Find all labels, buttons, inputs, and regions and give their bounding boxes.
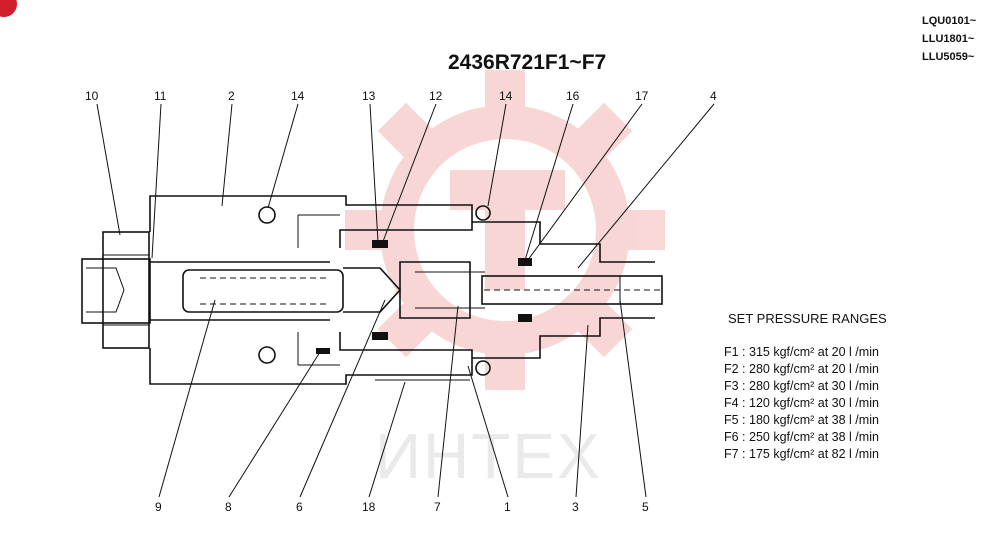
- diagram-title: 2436R721F1~F7: [448, 51, 606, 74]
- serial-3: LLU5059~: [922, 51, 975, 63]
- spring-rod: [150, 261, 344, 321]
- lock-nut: [102, 231, 150, 349]
- serial-2: LLU1801~: [922, 33, 975, 45]
- o-ring-body-bottom: [258, 346, 276, 364]
- callout-5: 5: [642, 500, 649, 514]
- piston: [481, 275, 663, 305]
- main-body: [149, 195, 473, 385]
- callout-11: 11: [154, 89, 167, 103]
- callout-1: 1: [504, 500, 511, 514]
- callout-4: 4: [710, 89, 717, 103]
- callout-labels: 10 11 2 14 13 12 14 16 17 4 9 8 6 18 7 1…: [85, 89, 717, 514]
- pressure-range-f2: F2 : 280 kgf/cm² at 20 l /min: [724, 362, 879, 376]
- callout-16: 16: [566, 89, 580, 103]
- seal-13-bottom: [372, 332, 388, 340]
- callout-2: 2: [228, 89, 235, 103]
- serial-1: LQU0101~: [922, 15, 977, 27]
- callout-14-a: 14: [291, 89, 305, 103]
- pressure-range-f3: F3 : 280 kgf/cm² at 30 l /min: [724, 379, 879, 393]
- pressure-range-f7: F7 : 175 kgf/cm² at 82 l /min: [724, 447, 879, 461]
- pressure-range-f5: F5 : 180 kgf/cm² at 38 l /min: [724, 413, 879, 427]
- callout-6: 6: [296, 500, 303, 514]
- callout-17: 17: [635, 89, 649, 103]
- seal-16-top: [518, 258, 532, 266]
- callout-8: 8: [225, 500, 232, 514]
- callout-14-b: 14: [499, 89, 513, 103]
- poppet: [343, 261, 485, 319]
- o-ring-sleeve-bottom: [475, 360, 491, 376]
- adjusting-screw: [81, 258, 151, 324]
- pressure-range-f6: F6 : 250 kgf/cm² at 38 l /min: [724, 430, 879, 444]
- pressure-ranges-title: SET PRESSURE RANGES: [728, 311, 887, 326]
- callout-18: 18: [362, 500, 376, 514]
- o-ring-body-top: [258, 206, 276, 224]
- pressure-range-f1: F1 : 315 kgf/cm² at 20 l /min: [724, 345, 879, 359]
- watermark: ИНТЕХ: [345, 70, 665, 492]
- o-ring-sleeve-top: [475, 205, 491, 221]
- leader-lines: [96, 103, 715, 498]
- callout-13: 13: [362, 89, 376, 103]
- callout-7: 7: [434, 500, 441, 514]
- corner-mark: [0, 0, 17, 17]
- watermark-text: ИНТЕХ: [375, 420, 602, 492]
- callout-3: 3: [572, 500, 579, 514]
- callout-12: 12: [429, 89, 443, 103]
- pressure-ranges: SET PRESSURE RANGES F1 : 315 kgf/cm² at …: [724, 311, 887, 461]
- seal-13-top: [372, 240, 388, 248]
- seal-8: [316, 348, 330, 354]
- seal-16-bottom: [518, 314, 532, 322]
- sleeve: [375, 221, 655, 381]
- valve-cross-section: [81, 195, 663, 385]
- pressure-range-f4: F4 : 120 kgf/cm² at 30 l /min: [724, 396, 879, 410]
- callout-9: 9: [155, 500, 162, 514]
- corner-mark-badge: [0, 0, 17, 17]
- callout-10: 10: [85, 89, 99, 103]
